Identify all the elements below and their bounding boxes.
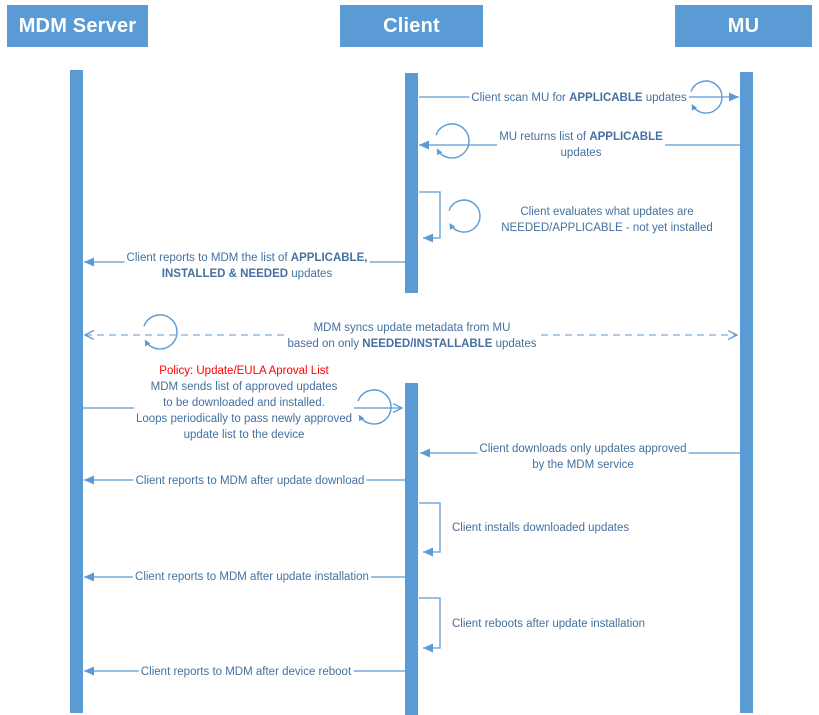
msg-install-self [419, 502, 441, 557]
lifeline-header-mdm-server: MDM Server [7, 5, 148, 47]
msg-reboot-self [419, 597, 441, 653]
msg-client-evaluates-self [419, 191, 441, 243]
loop-icon-evaluates [448, 199, 481, 233]
msg-report-install-label: Client reports to MDM after update insta… [135, 571, 369, 583]
loop-icon-sync-metadata [143, 314, 178, 350]
msg-install-label: Client installs downloaded updates [452, 522, 629, 534]
msg-report-list-label-bg [124, 251, 370, 281]
msg-report-reboot-label: Client reports to MDM after device reboo… [141, 666, 352, 678]
lifeline-header-client: Client [340, 5, 483, 47]
msg-scan-mu-label-bg [469, 91, 689, 105]
msg-reboot-label: Client reboots after update installation [452, 618, 645, 630]
lifeline-header-mu: MU [675, 5, 812, 47]
msg-download-approved-label-bg [477, 442, 689, 472]
activation-bar-client-1 [405, 383, 418, 715]
policy-approval-note-bg [133, 364, 355, 442]
msg-install-label-bg [450, 521, 632, 535]
loop-icon-returns [435, 123, 470, 159]
msg-report-reboot-label-bg [138, 665, 354, 679]
activation-bar-mdm-0 [70, 70, 83, 713]
msg-report-download-label-bg [133, 474, 367, 488]
msg-returns-applicable-label-bg [497, 130, 666, 160]
msg-reboot-label-bg [450, 617, 648, 631]
loop-icon-approved-list [357, 389, 392, 425]
msg-client-evaluates-label-bg [499, 205, 715, 235]
activation-bar-mu-0 [740, 72, 753, 713]
msg-report-list-label: Client reports to MDM the list of APPLIC… [127, 252, 368, 280]
msg-scan-mu-label: Client scan MU for APPLICABLE updates [471, 92, 687, 104]
activation-bar-client-0 [405, 73, 418, 293]
msg-sync-metadata-label-bg [285, 321, 539, 351]
msg-report-download-label: Client reports to MDM after update downl… [136, 475, 365, 487]
loop-icon-scan-mu [690, 80, 723, 114]
msg-report-install-label-bg [133, 570, 371, 584]
